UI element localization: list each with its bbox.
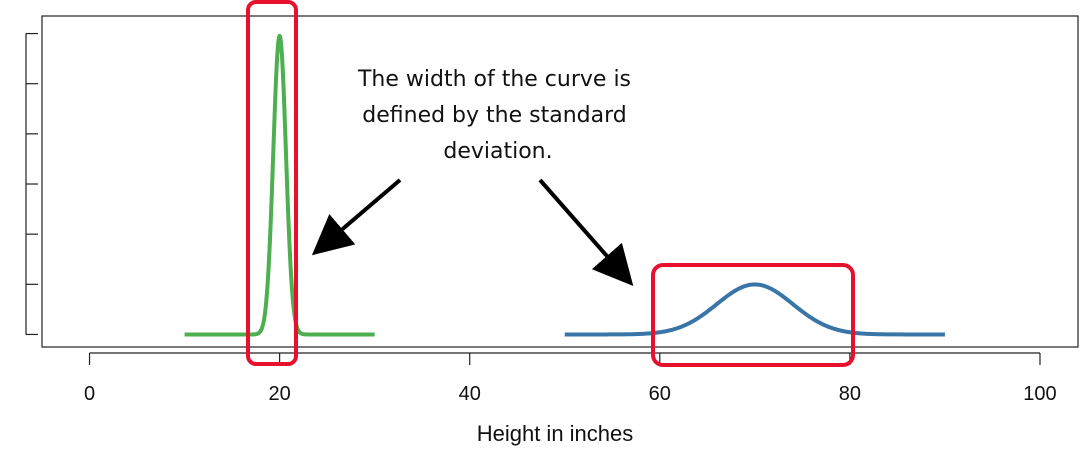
series-line-2	[563, 282, 946, 337]
x-tick-label: 100	[1023, 383, 1056, 405]
arrow-to-narrow-curve	[311, 178, 402, 256]
x-tick-label: 20	[268, 383, 290, 405]
plot-area-frame	[41, 15, 1079, 348]
x-tick-label: 60	[649, 383, 671, 405]
annotation-line-1: The width of the curve is	[357, 67, 631, 92]
y-axis	[25, 32, 38, 336]
arrow-to-wide-curve	[538, 178, 634, 287]
x-tick-label: 0	[84, 383, 95, 405]
highlight-box-narrow-curve	[246, 0, 298, 366]
series-layer	[183, 33, 946, 337]
x-axis: 0 20 40 60 80 100	[84, 352, 1057, 405]
x-axis-title: Height in inches	[477, 421, 634, 446]
x-tick-label: 80	[839, 383, 861, 405]
annotation-line-3: deviation.	[443, 139, 552, 164]
highlight-box-wide-curve	[651, 263, 855, 367]
annotation-text: The width of the curve is defined by the…	[357, 67, 638, 164]
series-line-1	[183, 33, 377, 337]
x-tick-label: 40	[459, 383, 481, 405]
annotation-line-2: defined by the standard	[362, 103, 626, 128]
